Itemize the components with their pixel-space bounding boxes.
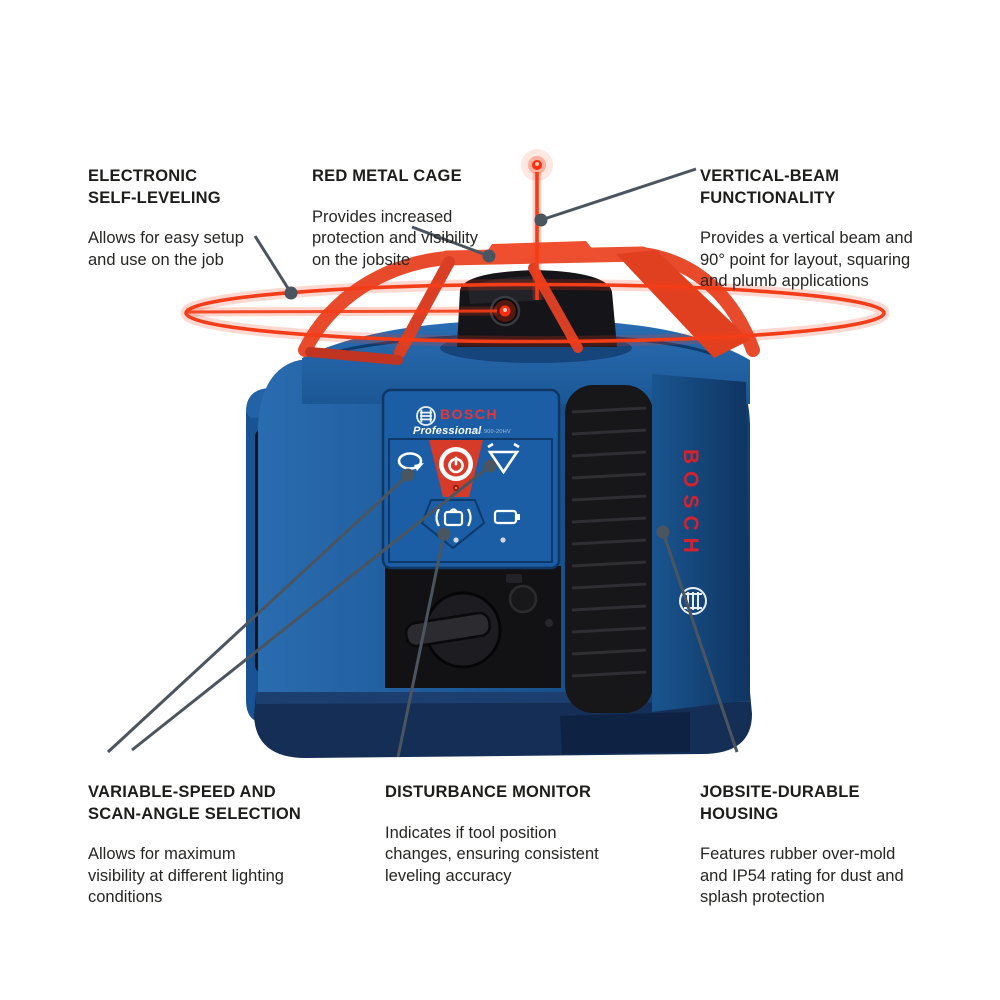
model-label: GRL 900-20HV bbox=[470, 428, 511, 435]
callout-title: ELECTRONIC SELF-LEVELING bbox=[88, 167, 221, 207]
laser-ring bbox=[184, 282, 886, 344]
callout-title: VARIABLE-SPEED AND SCAN-ANGLE SELECTION bbox=[88, 783, 302, 823]
callout-disturbance-monitor: DISTURBANCE MONITOR Indicates if tool po… bbox=[385, 764, 599, 905]
callout-title: VERTICAL-BEAM FUNCTIONALITY bbox=[700, 167, 840, 207]
status-led-1 bbox=[453, 537, 459, 543]
callout-jobsite-durable: JOBSITE-DURABLE HOUSING Features rubber … bbox=[700, 764, 904, 927]
callout-body: Allows for easy setup and use on the job bbox=[88, 229, 244, 269]
callout-body: Features rubber over-mold and IP54 ratin… bbox=[700, 845, 904, 906]
scan-angle-button[interactable] bbox=[487, 442, 520, 475]
cage-front-mid-strut bbox=[528, 263, 583, 353]
callout-title: RED METAL CAGE bbox=[312, 167, 462, 185]
bosch-wordmark: BOSCH bbox=[440, 406, 499, 422]
rotation-speed-button[interactable] bbox=[397, 452, 424, 472]
callout-title: DISTURBANCE MONITOR bbox=[385, 783, 592, 801]
plumb-dot bbox=[521, 149, 553, 181]
professional-label: Professional bbox=[413, 425, 482, 437]
callout-vertical-beam: VERTICAL-BEAM FUNCTIONALITY Provides a v… bbox=[700, 148, 913, 311]
disturbance-monitor-icon bbox=[435, 508, 440, 527]
callout-body: Allows for maximum visibility at differe… bbox=[88, 845, 284, 906]
laser-beams bbox=[180, 149, 890, 347]
callout-lines bbox=[106, 167, 739, 758]
cage-left-foot bbox=[305, 347, 403, 365]
callout-body: Provides increased protection and visibi… bbox=[312, 207, 478, 269]
battery-door bbox=[385, 566, 561, 688]
side-bosch-wordmark: BOSCH bbox=[679, 448, 702, 560]
door-port bbox=[508, 584, 538, 614]
cage-right-plate bbox=[616, 250, 750, 358]
right-side-panel bbox=[652, 374, 750, 712]
door-screw bbox=[545, 619, 553, 627]
right-grip-ribs bbox=[571, 406, 647, 678]
cage-top-platform bbox=[482, 241, 598, 259]
base-foot bbox=[560, 712, 690, 754]
horizontal-beam bbox=[185, 309, 498, 314]
panel-outline bbox=[388, 438, 553, 563]
disturbance-monitor-button[interactable] bbox=[435, 508, 472, 527]
status-led-2 bbox=[500, 537, 506, 543]
rotation-speed-icon bbox=[414, 463, 424, 471]
power-icon-bar bbox=[454, 456, 458, 466]
bosch-logo-icon bbox=[416, 406, 436, 426]
power-led-glow bbox=[454, 486, 458, 490]
battery-icon bbox=[493, 509, 520, 525]
callout-red-metal-cage: RED METAL CAGE Provides increased protec… bbox=[312, 148, 478, 289]
callout-body: Provides a vertical beam and 90° point f… bbox=[700, 229, 913, 290]
callout-electronic-self-leveling: ELECTRONIC SELF-LEVELING Allows for easy… bbox=[88, 148, 244, 289]
callout-body: Indicates if tool position changes, ensu… bbox=[385, 823, 599, 885]
callout-title: JOBSITE-DURABLE HOUSING bbox=[700, 783, 860, 823]
callout-variable-speed: VARIABLE-SPEED AND SCAN-ANGLE SELECTION … bbox=[88, 764, 301, 927]
emitter-glow bbox=[494, 300, 516, 322]
door-notch bbox=[506, 574, 522, 583]
cage-front-left-strut bbox=[394, 256, 455, 358]
